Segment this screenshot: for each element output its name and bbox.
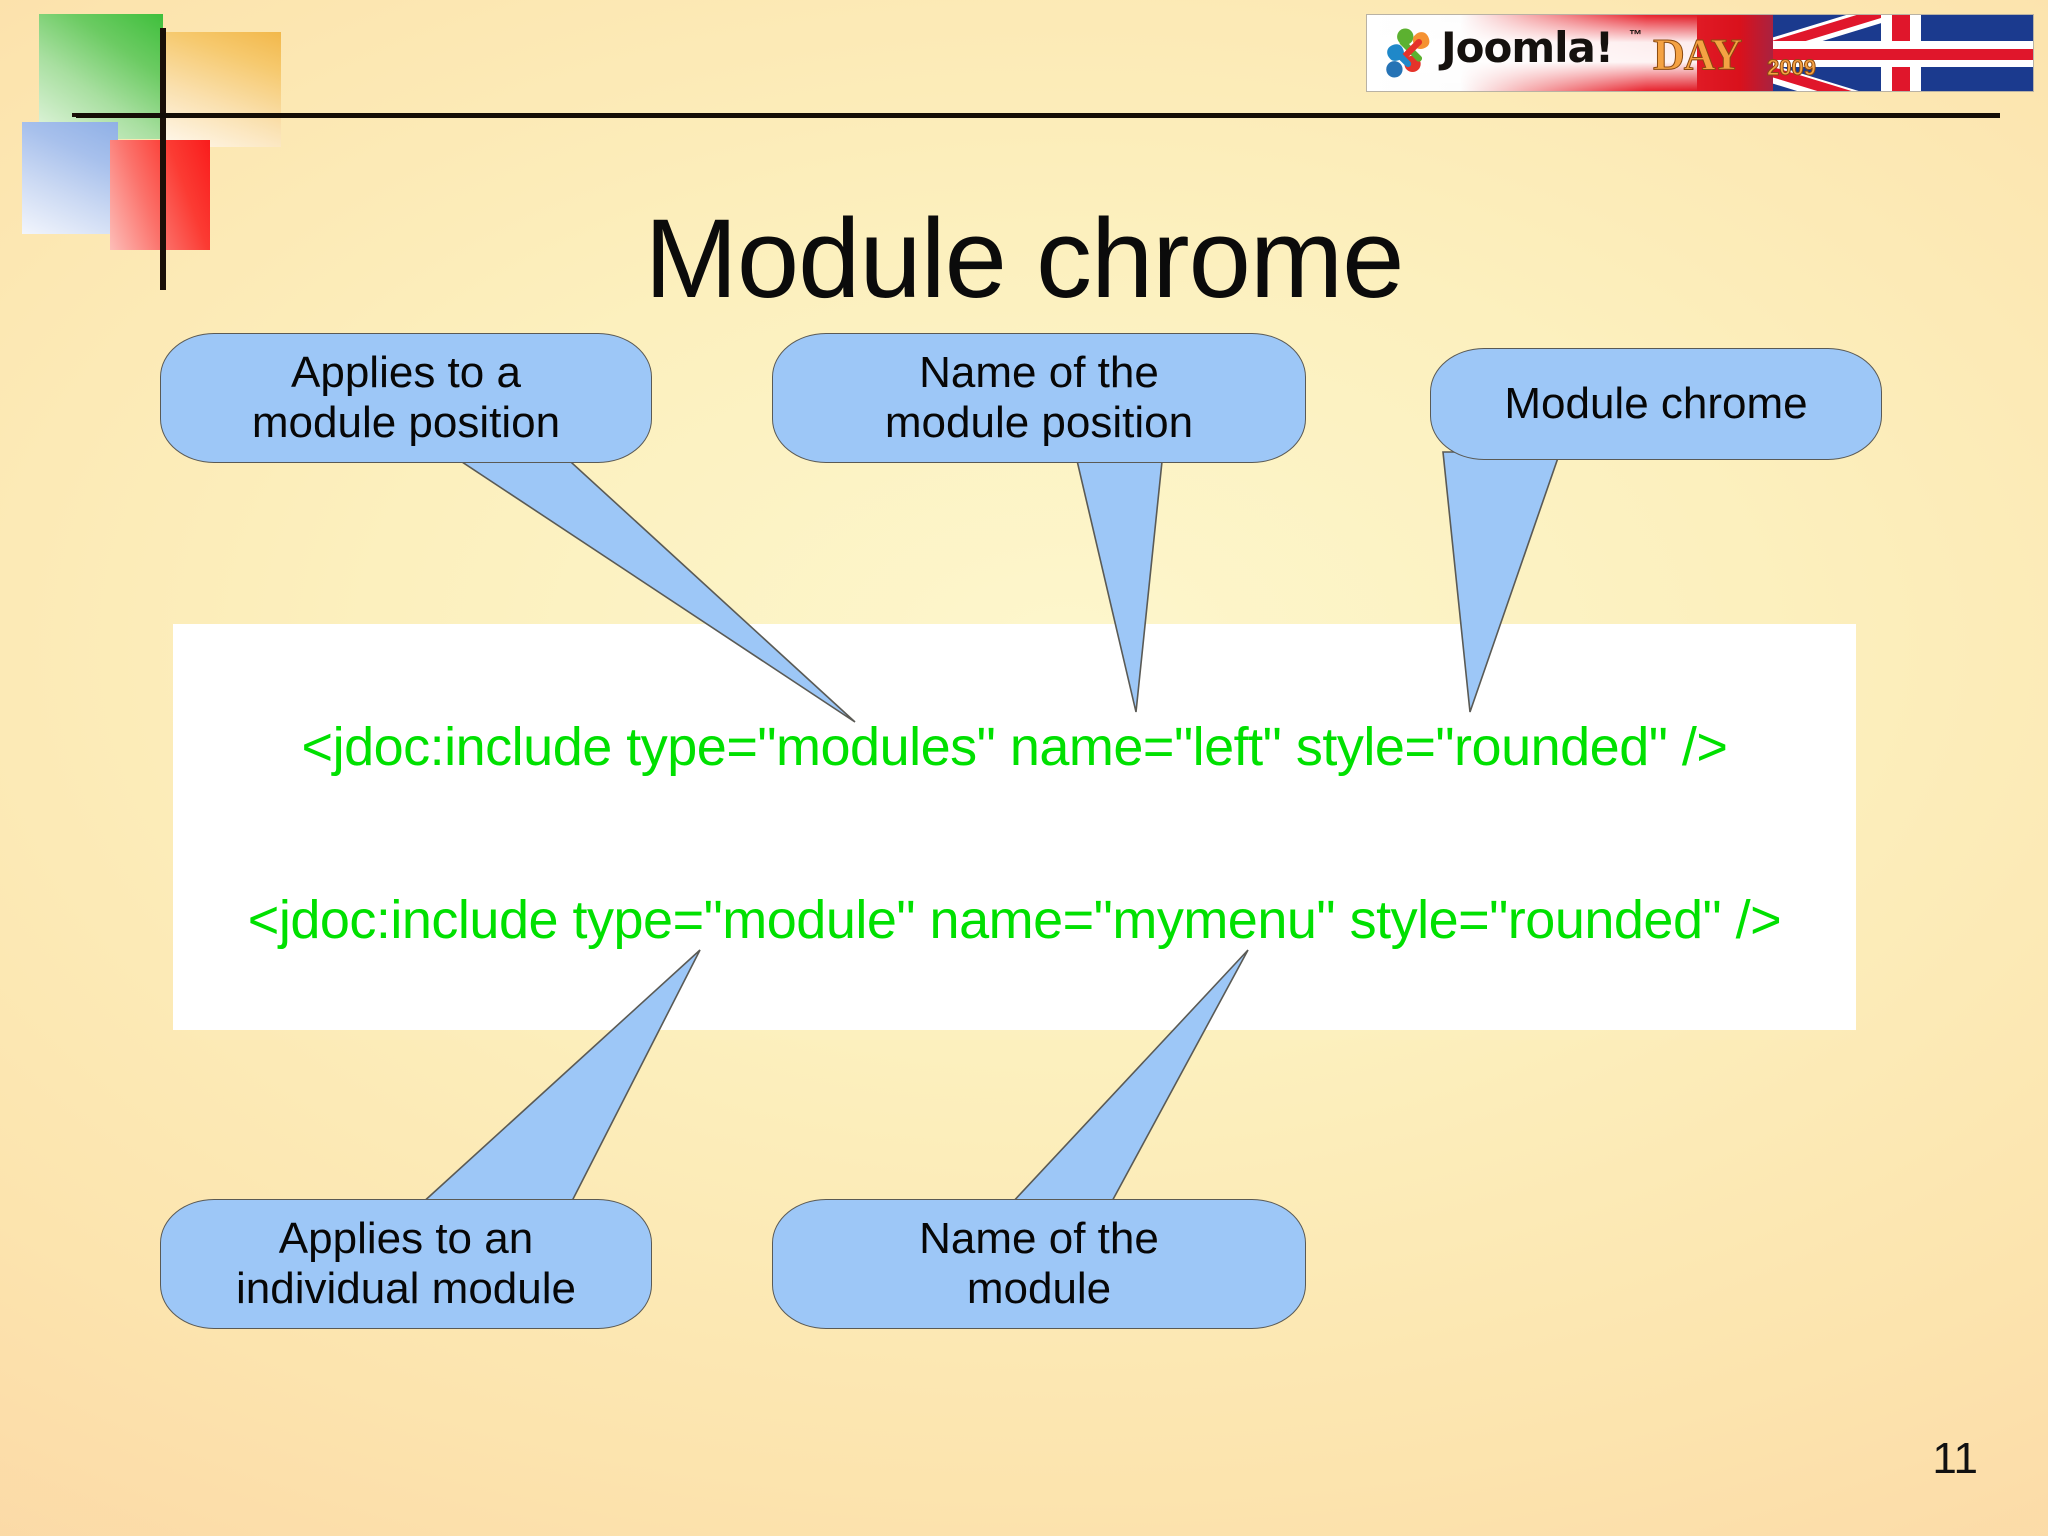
tail-applies-to-an-individual-module (417, 949, 701, 1206)
code-panel: <jdoc:include type="modules" name="left"… (173, 624, 1856, 1030)
callout-line-2: module (966, 1264, 1112, 1313)
callout-line-1: Applies to an (278, 1214, 534, 1264)
callout-bubble: Name of the module position (772, 333, 1306, 463)
callout-line-2: individual module (236, 1264, 576, 1313)
banner-fade (1367, 15, 1697, 91)
code-line-module: <jdoc:include type="module" name="mymenu… (247, 890, 1782, 950)
page-number: 11 (1932, 1434, 1978, 1483)
joomla-logo-icon (1386, 28, 1430, 78)
tail-name-of-the-module-position (1073, 451, 1164, 713)
banner-brand-label: Joomla! (1441, 23, 1614, 72)
header-divider (76, 113, 2000, 118)
callout-bubble: Module chrome (1430, 348, 1882, 460)
callout-bubble: Applies to a module position (160, 333, 652, 463)
callout-bubble: Name of the module (772, 1199, 1306, 1329)
callout-line-1: Name of the (919, 1214, 1159, 1264)
code-line-modules: <jdoc:include type="modules" name="left"… (301, 717, 1728, 777)
callout-line-2: module position (884, 398, 1194, 447)
banner-event-label: DAY (1652, 30, 1742, 80)
callout-line-2: module position (251, 398, 561, 447)
callout-line-1: Module chrome (1504, 379, 1808, 429)
banner-year-label: 2009 (1767, 55, 1817, 81)
tail-name-of-the-module (1008, 949, 1249, 1206)
callout-line-1: Applies to a (291, 348, 521, 398)
callout-bubble: Applies to an individual module (160, 1199, 652, 1329)
uk-flag-icon (1773, 15, 2033, 91)
callout-line-1: Name of the (919, 348, 1159, 398)
tail-module-chrome (1442, 451, 1562, 713)
banner-trademark-label: ™ (1629, 27, 1642, 42)
page-title: Module chrome (644, 196, 1405, 322)
joomla-day-banner: Joomla! ™ DAY 2009 (1366, 14, 2034, 92)
tail-applies-to-a-module-position (444, 451, 856, 723)
